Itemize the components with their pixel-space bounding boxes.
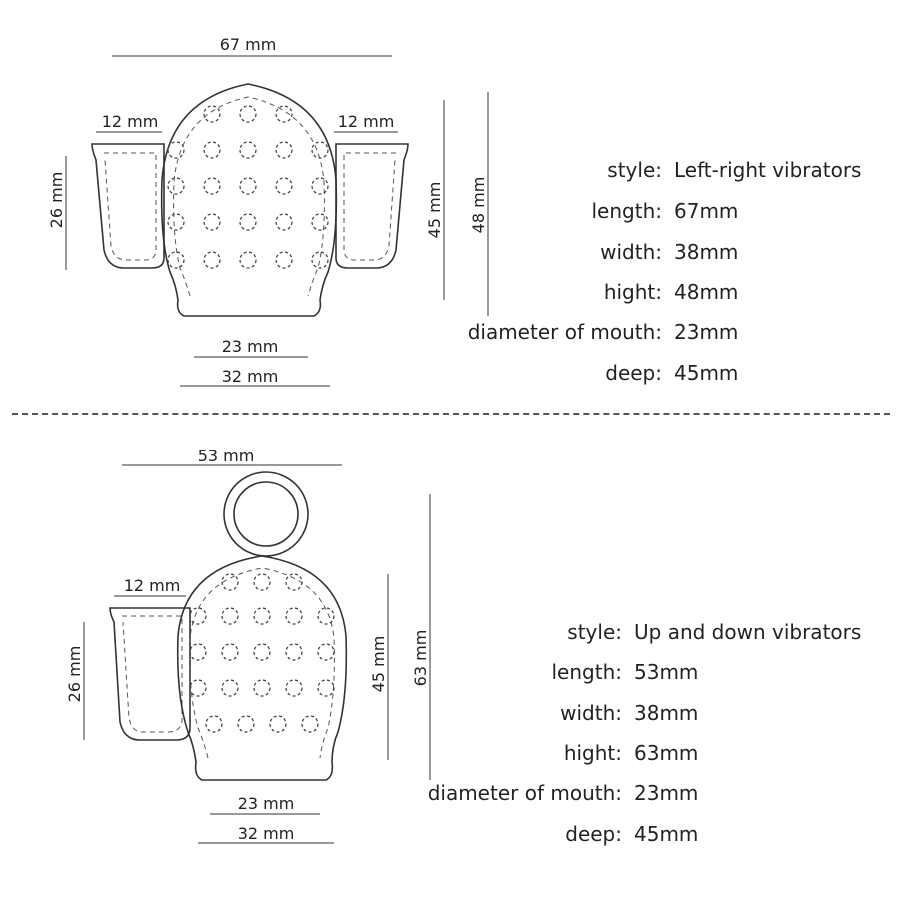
sleeve-bump bbox=[275, 105, 293, 123]
sleeve-bump bbox=[167, 251, 185, 269]
sleeve-bump bbox=[253, 573, 271, 591]
dim-base: 32 mm bbox=[222, 367, 279, 386]
sleeve-bump bbox=[237, 715, 255, 733]
sleeve-bump bbox=[221, 643, 239, 661]
spec-style-value: Up and down vibrators bbox=[634, 620, 862, 644]
sleeve-bump bbox=[239, 251, 257, 269]
sleeve-bump bbox=[239, 105, 257, 123]
dim-hight: 63 mm bbox=[411, 630, 430, 687]
sleeve-bump bbox=[205, 715, 223, 733]
top-ring-outer bbox=[223, 471, 309, 557]
left-right-vibrator-panel: 67 mm 12 mm 12 mm 26 mm 45 mm 48 mm 23 m… bbox=[47, 35, 862, 387]
sleeve-bump bbox=[203, 105, 221, 123]
sleeve-bumps bbox=[189, 573, 335, 733]
sleeve-bump bbox=[253, 643, 271, 661]
dim-mouth: 23 mm bbox=[222, 337, 279, 356]
sleeve-body bbox=[160, 83, 338, 317]
sleeve-bump bbox=[221, 679, 239, 697]
dim-base: 32 mm bbox=[238, 824, 295, 843]
spec-width-value: 38mm bbox=[634, 701, 699, 725]
sleeve-bump bbox=[285, 643, 303, 661]
sleeve-bump bbox=[269, 715, 287, 733]
sleeve-bump bbox=[239, 213, 257, 231]
left-vibrator-cup bbox=[91, 143, 165, 269]
sleeve-bump bbox=[189, 607, 207, 625]
dim-length: 67 mm bbox=[220, 35, 277, 54]
sleeve-bump bbox=[275, 251, 293, 269]
dim-deep: 45 mm bbox=[369, 636, 388, 693]
dim-hight: 48 mm bbox=[469, 177, 488, 234]
spec-mouth-value: 23mm bbox=[674, 320, 739, 344]
dim-side-height: 26 mm bbox=[47, 172, 66, 229]
sleeve-bump bbox=[167, 177, 185, 195]
spec-row-mouth: diameter of mouth:23mm bbox=[427, 781, 699, 805]
section-divider bbox=[12, 413, 890, 415]
sleeve-bump bbox=[317, 643, 335, 661]
spec-row-width: width:38mm bbox=[560, 701, 699, 725]
spec-row-style: style:Up and down vibrators bbox=[567, 620, 862, 644]
sleeve-bump bbox=[189, 643, 207, 661]
sleeve-bump bbox=[285, 573, 303, 591]
sleeve-bump bbox=[275, 213, 293, 231]
sleeve-bump bbox=[221, 573, 239, 591]
sleeve-bump bbox=[203, 213, 221, 231]
sleeve-bump bbox=[317, 607, 335, 625]
sleeve-bump bbox=[285, 679, 303, 697]
sleeve-bump bbox=[301, 715, 319, 733]
sleeve-body bbox=[176, 555, 348, 781]
spec-row-style: style:Left-right vibrators bbox=[607, 158, 862, 182]
up-down-vibrator-drawing: 53 mm 12 mm 26 mm 45 mm 63 mm 23 mm 32 m… bbox=[65, 450, 431, 844]
right-vibrator-cup bbox=[335, 143, 409, 269]
left-right-vibrator-drawing: 67 mm 12 mm 12 mm 26 mm 45 mm 48 mm 23 m… bbox=[47, 35, 489, 387]
spec-hight-value: 63mm bbox=[634, 741, 699, 765]
sleeve-bump bbox=[317, 679, 335, 697]
spec-length-value: 53mm bbox=[634, 660, 699, 684]
spec-style-value: Left-right vibrators bbox=[674, 158, 862, 182]
dim-side-right-width: 12 mm bbox=[338, 112, 395, 131]
spec-mouth-value: 23mm bbox=[634, 781, 699, 805]
dim-mouth: 23 mm bbox=[238, 794, 295, 813]
sleeve-bump bbox=[239, 177, 257, 195]
spec-row-length: length:53mm bbox=[551, 660, 699, 684]
spec-row-width: width:38mm bbox=[600, 240, 739, 264]
top-ring-inner bbox=[233, 481, 299, 547]
sleeve-bump bbox=[311, 177, 329, 195]
spec-row-mouth: diameter of mouth:23mm bbox=[467, 320, 739, 344]
spec-length-value: 67mm bbox=[674, 199, 739, 223]
spec-deep-value: 45mm bbox=[674, 361, 739, 385]
dim-deep: 45 mm bbox=[425, 182, 444, 239]
sleeve-bump bbox=[275, 141, 293, 159]
sleeve-bump bbox=[203, 141, 221, 159]
sleeve-bump bbox=[311, 251, 329, 269]
up-down-vibrator-panel: 53 mm 12 mm 26 mm 45 mm 63 mm 23 mm 32 m… bbox=[0, 450, 900, 900]
sleeve-bump bbox=[253, 607, 271, 625]
sleeve-bump bbox=[167, 141, 185, 159]
spec-width-value: 38mm bbox=[674, 240, 739, 264]
sleeve-bump bbox=[311, 213, 329, 231]
spec-row-length: length:67mm bbox=[591, 199, 739, 223]
sleeve-bump bbox=[239, 141, 257, 159]
sleeve-bump bbox=[221, 607, 239, 625]
sleeve-bumps bbox=[167, 105, 329, 269]
spec-row-deep: deep:45mm bbox=[605, 361, 739, 385]
spec-deep-value: 45mm bbox=[634, 822, 699, 846]
dim-side-left-width: 12 mm bbox=[102, 112, 159, 131]
sleeve-bump bbox=[275, 177, 293, 195]
spec-row-hight: hight:48mm bbox=[603, 280, 739, 304]
spec-hight-value: 48mm bbox=[674, 280, 739, 304]
sleeve-bump bbox=[285, 607, 303, 625]
sleeve-bump bbox=[203, 177, 221, 195]
dim-length: 53 mm bbox=[198, 450, 255, 465]
spec-row-hight: hight:63mm bbox=[563, 741, 699, 765]
dim-side-height: 26 mm bbox=[65, 646, 84, 703]
sleeve-bump bbox=[167, 213, 185, 231]
sleeve-bump bbox=[253, 679, 271, 697]
spec-row-deep: deep:45mm bbox=[565, 822, 699, 846]
dim-side-width: 12 mm bbox=[124, 576, 181, 595]
sleeve-bump bbox=[311, 141, 329, 159]
sleeve-bump bbox=[203, 251, 221, 269]
sleeve-bump bbox=[189, 679, 207, 697]
